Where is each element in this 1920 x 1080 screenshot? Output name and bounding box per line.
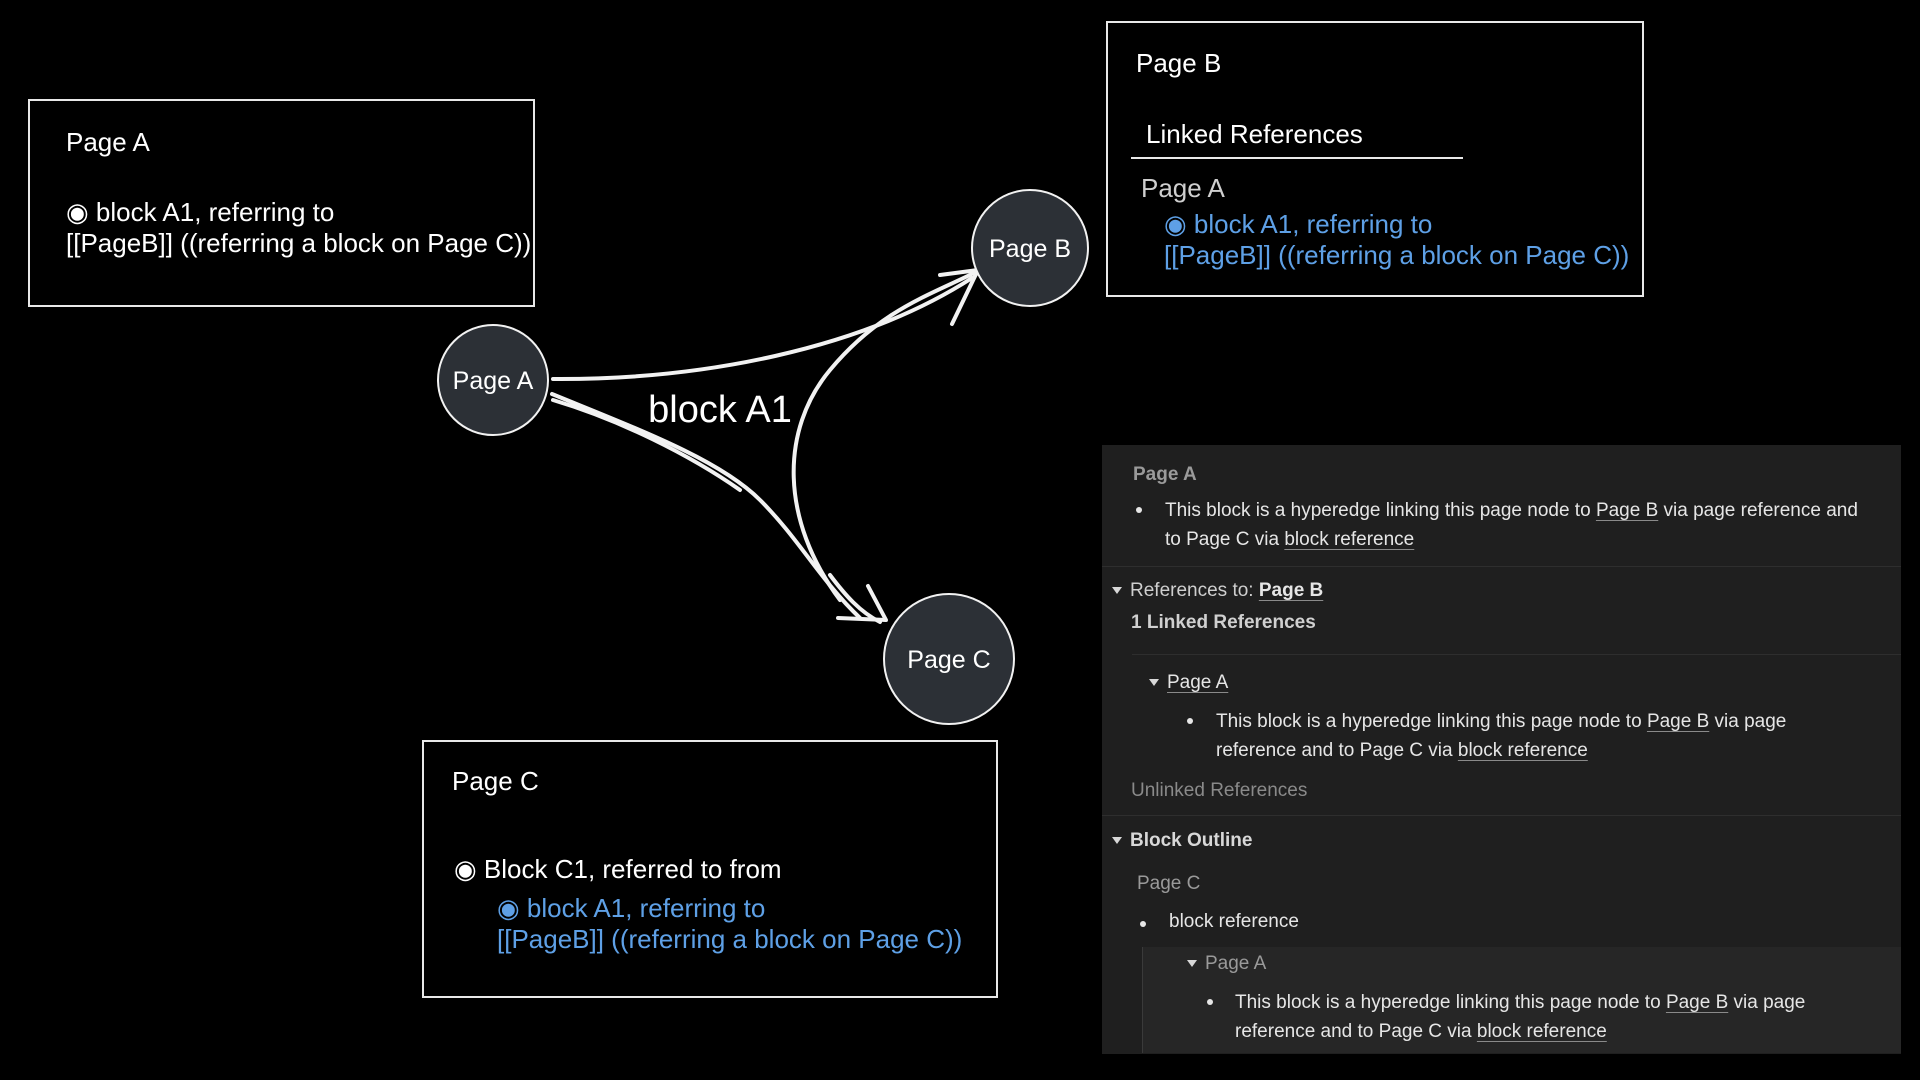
node-page-c (883, 593, 1015, 725)
page-c-block-line1: ◉ Block C1, referred to from (454, 854, 782, 884)
node-page-c-label: Page C (907, 646, 990, 674)
block-text-line2: to Page C via (1165, 529, 1285, 550)
references-to-header[interactable]: References to: Page B (1112, 580, 1323, 602)
linked-ref-page-header[interactable]: Page A (1149, 672, 1228, 694)
page-c-title: Page C (452, 766, 539, 796)
arrowhead-c (836, 584, 888, 622)
page-a-title: Page A (66, 127, 150, 157)
linked-references-count: 1 Linked References (1131, 612, 1316, 633)
outline-page-c[interactable]: Page C (1137, 873, 1201, 894)
node-page-a-label: Page A (453, 367, 534, 395)
page-b-block-line2: [[PageB]] ((referring a block on Page C)… (1164, 240, 1630, 270)
outline-page-b-link[interactable]: Page B (1665, 992, 1729, 1013)
linked-ref-page-link[interactable]: Page A (1167, 672, 1229, 693)
unlinked-references[interactable]: Unlinked References (1131, 780, 1308, 801)
panel-block[interactable]: This block is a hyperedge linking this p… (1165, 496, 1858, 554)
outline-nested-block[interactable]: This block is a hyperedge linking this p… (1235, 988, 1805, 1046)
outline-nested-mid: via page (1728, 992, 1806, 1013)
outline-nested-container: Page A This block is a hyperedge linking… (1142, 947, 1901, 1053)
block-text-mid: via page reference and (1658, 500, 1858, 521)
outline-nested-bullet[interactable] (1207, 999, 1213, 1005)
collapse-triangle-icon[interactable] (1112, 587, 1122, 595)
divider (1132, 654, 1901, 655)
node-page-b-label: Page B (989, 235, 1071, 263)
references-to-label: References to: (1130, 580, 1259, 601)
page-b-title: Page B (1136, 48, 1222, 78)
linked-page-b-link[interactable]: Page B (1646, 711, 1710, 732)
page-a-block-line2: [[PageB]] ((referring a block on Page C)… (66, 228, 532, 258)
linked-block-line2: reference and to Page C via (1216, 740, 1458, 761)
block-outline-label: Block Outline (1130, 830, 1253, 851)
collapse-triangle-icon[interactable] (1187, 960, 1197, 968)
divider (1102, 815, 1901, 816)
block-text-pre: This block is a hyperedge linking this p… (1165, 500, 1596, 521)
node-page-a (437, 324, 549, 436)
outline-block-reference-link[interactable]: block reference (1476, 1021, 1607, 1042)
outline-nested-page-link[interactable]: Page A (1205, 953, 1267, 974)
edge-split-to-b (791, 270, 978, 602)
linked-block[interactable]: This block is a hyperedge linking this p… (1216, 707, 1786, 765)
page-c-box: Page C ◉ Block C1, referred to from ◉ bl… (422, 740, 998, 998)
outline-nested-page-header[interactable]: Page A (1187, 953, 1266, 975)
edge-a-to-c-double (551, 398, 742, 492)
page-c-nested-line1: ◉ block A1, referring to (497, 893, 766, 923)
page-a-block-line1: ◉ block A1, referring to (66, 197, 335, 227)
page-a-box: Page A ◉ block A1, referring to [[PageB]… (28, 99, 535, 307)
linked-block-bullet[interactable] (1187, 718, 1193, 724)
page-b-block-line1: ◉ block A1, referring to (1164, 209, 1433, 239)
linked-block-mid: via page (1709, 711, 1787, 732)
block-reference-link[interactable]: block reference (1284, 529, 1415, 550)
page-b-linked-references: Linked References (1146, 119, 1363, 149)
page-b-link[interactable]: Page B (1595, 500, 1659, 521)
references-panel: Page A This block is a hyperedge linking… (1102, 445, 1901, 1054)
edge-a-to-b (551, 276, 974, 382)
panel-page-title[interactable]: Page A (1133, 464, 1197, 485)
page-c-nested-line2: [[PageB]] ((referring a block on Page C)… (497, 924, 963, 954)
divider (1102, 566, 1901, 567)
page-b-source-page: Page A (1141, 173, 1225, 203)
collapse-triangle-icon[interactable] (1149, 679, 1159, 687)
block-bullet[interactable] (1136, 507, 1142, 513)
edge-label: block A1 (648, 389, 792, 431)
node-page-b (971, 189, 1089, 307)
page-b-linked-underline (1131, 157, 1463, 159)
page-b-box: Page B Linked References Page A ◉ block … (1106, 21, 1644, 297)
outline-block-text[interactable]: block reference (1169, 911, 1299, 932)
linked-block-pre: This block is a hyperedge linking this p… (1216, 711, 1647, 732)
outline-block-bullet[interactable] (1140, 921, 1146, 927)
linked-block-reference-link[interactable]: block reference (1457, 740, 1588, 761)
block-outline-header[interactable]: Block Outline (1112, 830, 1252, 852)
collapse-triangle-icon[interactable] (1112, 837, 1122, 845)
outline-nested-line2: reference and to Page C via (1235, 1021, 1477, 1042)
outline-nested-pre: This block is a hyperedge linking this p… (1235, 992, 1666, 1013)
references-to-page-link[interactable]: Page B (1258, 580, 1324, 601)
